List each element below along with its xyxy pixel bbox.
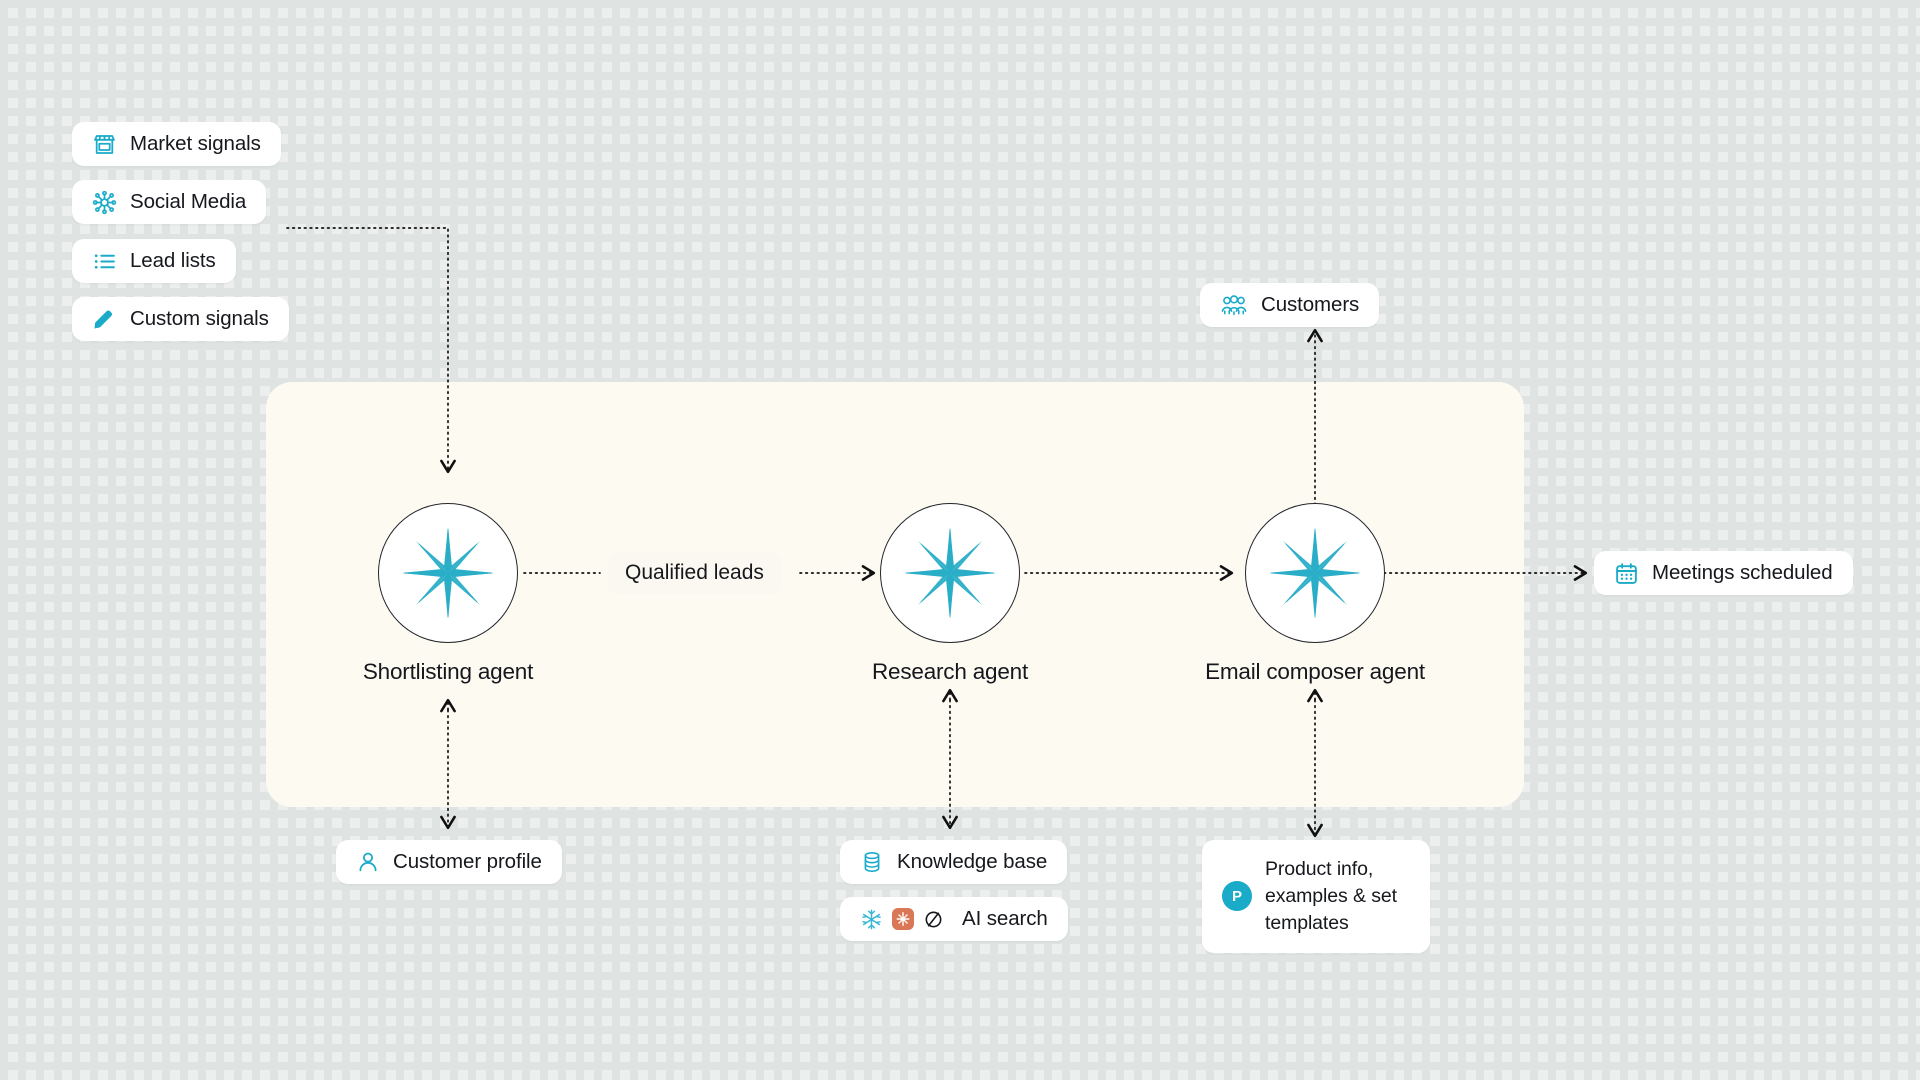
resource-card-ai-search[interactable]: AI search [840,897,1068,941]
circle-slash-icon [923,909,944,930]
input-card-label: Market signals [130,132,261,155]
agent-circle [1245,503,1385,643]
compass-star-icon [1269,527,1361,619]
pencil-icon [92,307,117,332]
flow-label-text: Qualified leads [625,561,764,584]
input-card-custom-signals[interactable]: Custom signals [72,297,289,341]
input-card-label: Social Media [130,190,247,213]
agent-circle [880,503,1020,643]
agent-node-email-composer[interactable]: Email composer agent [1205,503,1425,684]
database-icon [860,850,884,874]
person-icon [356,850,380,874]
resource-card-label: Customer profile [393,850,542,873]
compass-star-icon [904,527,996,619]
snowflake-icon [860,908,883,931]
input-card-market-signals[interactable]: Market signals [72,122,281,166]
flow-label-qualified-leads: Qualified leads [608,552,781,594]
resource-card-label: AI search [962,907,1048,930]
resource-card-label: Product info, examples & set templates [1265,858,1397,934]
output-card-label: Customers [1261,293,1360,316]
input-card-lead-lists[interactable]: Lead lists [72,239,236,283]
ai-provider-icons [860,908,944,931]
output-card-customers[interactable]: Customers [1200,283,1380,327]
agent-node-research[interactable]: Research agent [872,503,1028,684]
p-badge-icon: P [1222,881,1252,912]
network-hub-icon [92,190,117,215]
resource-card-label: Knowledge base [897,850,1048,873]
agent-node-shortlisting[interactable]: Shortlisting agent [363,503,533,684]
output-card-label: Meetings scheduled [1652,561,1833,584]
resource-card-customer-profile[interactable]: Customer profile [336,840,562,884]
input-card-social-media[interactable]: Social Media [72,180,267,224]
list-icon [92,249,117,274]
input-card-label: Lead lists [130,249,216,272]
agent-label: Research agent [871,659,1029,684]
burst-icon [892,908,914,930]
resource-card-knowledge-base[interactable]: Knowledge base [840,840,1068,884]
agent-label: Shortlisting agent [362,659,534,684]
agent-circle [378,503,518,643]
compass-star-icon [402,527,494,619]
resource-card-product-info[interactable]: P Product info, examples & set templates [1202,840,1430,953]
people-group-icon [1220,293,1248,317]
calendar-icon [1614,561,1639,586]
p-badge-letter: P [1222,881,1252,912]
input-card-label: Custom signals [130,307,269,330]
agent-label: Email composer agent [1205,659,1425,684]
storefront-icon [92,132,117,157]
output-card-meetings-scheduled[interactable]: Meetings scheduled [1594,551,1853,595]
